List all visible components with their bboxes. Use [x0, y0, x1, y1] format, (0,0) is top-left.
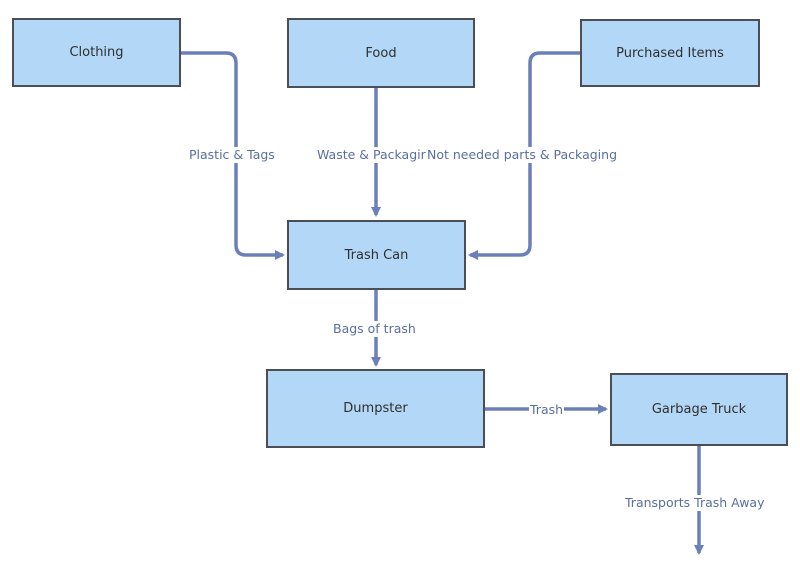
- edge-label-bags-of-trash: Bags of trash: [332, 321, 417, 337]
- node-garbage-truck-label: Garbage Truck: [651, 402, 747, 417]
- node-food: Food: [287, 18, 475, 88]
- edge-label-transports-trash-away: Transports Trash Away: [624, 495, 766, 511]
- node-food-label: Food: [365, 45, 397, 61]
- node-dumpster: Dumpster: [266, 369, 485, 448]
- edge-label-trash: Trash: [529, 402, 565, 418]
- node-clothing: Clothing: [12, 18, 181, 87]
- node-dumpster-label: Dumpster: [343, 401, 408, 416]
- edge-label-not-needed-parts: Not needed parts & Packaging: [426, 147, 619, 163]
- node-trash-can: Trash Can: [287, 220, 466, 290]
- node-garbage-truck: Garbage Truck: [610, 373, 788, 446]
- edge-label-waste-packaging: Waste & Packagir: [316, 147, 427, 163]
- node-purchased-items-label: Purchased Items: [616, 45, 724, 61]
- node-clothing-label: Clothing: [69, 45, 124, 60]
- edge-label-plastic-tags: Plastic & Tags: [188, 147, 276, 163]
- node-trash-can-label: Trash Can: [344, 247, 409, 263]
- node-purchased-items: Purchased Items: [580, 19, 760, 87]
